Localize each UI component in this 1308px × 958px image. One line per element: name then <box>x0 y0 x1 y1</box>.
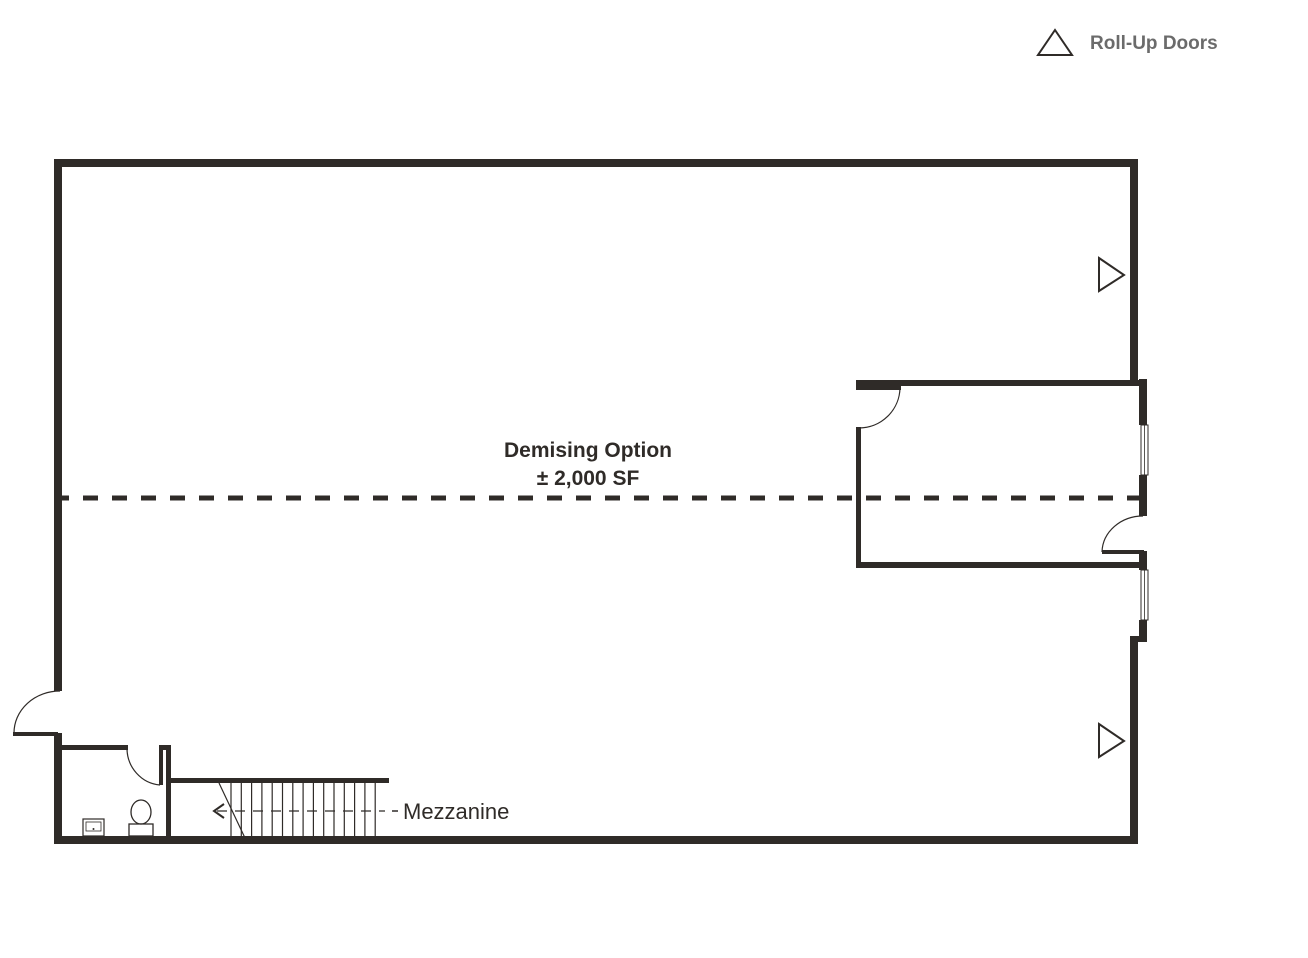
toilet-icon <box>128 799 154 837</box>
arrow-icon <box>212 803 225 819</box>
restroom <box>58 745 171 840</box>
mezzanine-label: Mezzanine <box>403 799 509 824</box>
door-swing <box>1101 515 1144 553</box>
door-swing <box>858 387 901 429</box>
demising-area: ± 2,000 SF <box>537 467 640 490</box>
legend-label: Roll-Up Doors <box>1090 33 1218 54</box>
demising-title: Demising Option <box>504 439 672 462</box>
door-swing <box>126 747 161 786</box>
door-swing <box>13 690 61 734</box>
roll-up-door-icon <box>1098 256 1126 293</box>
roll-up-door-legend-icon <box>1036 28 1074 56</box>
sink-icon <box>82 818 105 837</box>
stairs <box>170 778 398 839</box>
office-room <box>856 380 1146 568</box>
outer-walls <box>54 159 1147 844</box>
window <box>1140 424 1149 476</box>
legend: Roll-Up Doors <box>1036 28 1218 56</box>
window <box>1140 569 1149 621</box>
roll-up-door-icon <box>1098 722 1126 759</box>
